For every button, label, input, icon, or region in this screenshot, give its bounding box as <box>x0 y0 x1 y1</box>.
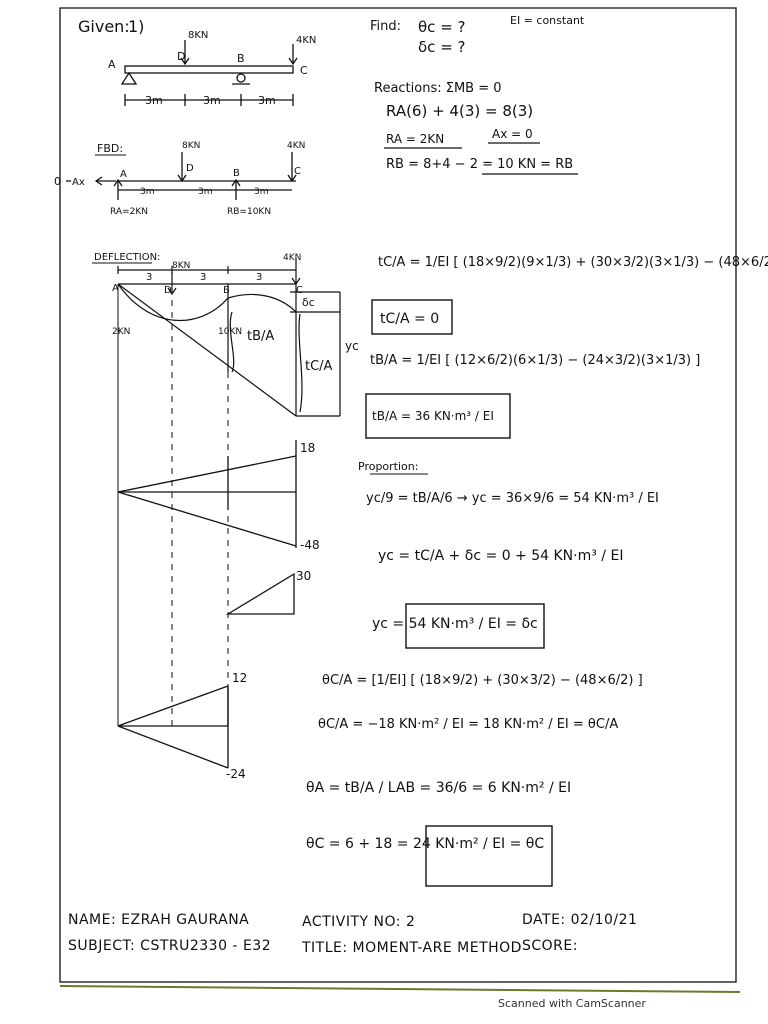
find-theta-c: θc = ? <box>418 18 466 36</box>
calc-tba-line: tB/A = 1/EI [ (12×6/2)(6×1/3) − (24×3/2)… <box>370 353 700 368</box>
footer-title: TITLE: MOMENT-ARE METHOD <box>302 940 522 956</box>
scanner-watermark: Scanned with CamScanner <box>498 997 646 1010</box>
fbd-load-c: 4KN <box>287 141 305 151</box>
calc-theta-c-box-frame <box>425 825 553 887</box>
given-load-d: 8KN <box>188 30 208 41</box>
calc-theta-ca-line1: θC/A = [1/EI] [ (18×9/2) + (30×3/2) − (4… <box>322 673 643 688</box>
fbd-ax: Ax <box>72 177 85 188</box>
calc-tca-box: tC/A = 0 <box>380 311 439 327</box>
fbd-rb: RB=10KN <box>227 207 271 217</box>
fbd-span-2: 3m <box>198 187 213 197</box>
deflection-delta-c: δc <box>302 296 315 309</box>
given-span-2-label: 3m <box>203 94 221 107</box>
fbd-zero: 0 <box>54 175 61 188</box>
fbd-ra: RA=2KN <box>110 207 148 217</box>
calc-tca-box-frame <box>371 299 453 335</box>
find-delta-c: δc = ? <box>418 38 466 56</box>
moment-1-top: 18 <box>300 441 315 455</box>
given-span-3-label: 3m <box>258 94 276 107</box>
given-span-1-label: 3m <box>145 94 163 107</box>
calc-proportion: yc/9 = tB/A/6 → yc = 36×9/6 = 54 KN·m³ /… <box>366 491 659 506</box>
calc-yc-box: yc = 54 KN·m³ / EI = δc <box>372 616 538 632</box>
deflection-dim-1: 3 <box>146 272 152 283</box>
page-bottom-shadow <box>59 985 741 993</box>
find-ei: EI = constant <box>510 14 585 27</box>
given-point-a: A <box>108 58 116 71</box>
calc-yc-line: yc = tC/A + δc = 0 + 54 KN·m³ / EI <box>378 548 623 564</box>
calc-theta-c-line: θC = 6 + 18 = 24 KN·m² / EI = θC <box>306 836 544 852</box>
deflection-t-ca: tC/A <box>305 359 333 374</box>
deflection-elastic-curve <box>117 258 341 417</box>
moment-1-bottom: -48 <box>300 538 320 552</box>
calc-tba-box: tB/A = 36 KN·m³ / EI <box>372 409 494 423</box>
deflection-dim-3: 3 <box>256 272 262 283</box>
given-label: Given: <box>78 17 130 36</box>
moment-3-bottom: -24 <box>226 767 246 781</box>
given-point-d: D <box>177 50 185 63</box>
calc-tca-line1: tC/A = 1/EI [ (18×9/2)(9×1/3) + (30×3/2)… <box>378 255 768 270</box>
calc-theta-a-line: θA = tB/A / LAB = 36/6 = 6 KN·m² / EI <box>306 780 571 796</box>
moment-diagram-3 <box>117 685 229 769</box>
fbd-span-1: 3m <box>140 187 155 197</box>
fbd-point-b: B <box>233 168 240 179</box>
deflection-title: DEFLECTION: <box>94 252 160 263</box>
footer-date: DATE: 02/10/21 <box>522 912 638 928</box>
deflection-point-c: C <box>296 285 303 296</box>
given-number: 1) <box>128 17 144 36</box>
deflection-dim-2: 3 <box>200 272 206 283</box>
calc-tba-box-frame <box>365 393 511 439</box>
footer-score: SCORE: <box>522 938 578 954</box>
deflection-load-c: 4KN <box>283 253 301 263</box>
fbd-beam-sketch <box>66 152 297 200</box>
moment-2-top: 30 <box>296 569 311 583</box>
find-label: Find: <box>370 19 401 34</box>
fbd-title: FBD: <box>97 142 123 155</box>
reactions-eq1: RA(6) + 4(3) = 8(3) <box>386 102 533 120</box>
given-point-b: B <box>237 52 245 65</box>
fbd-point-a: A <box>120 169 127 180</box>
deflection-load-d: 8KN <box>172 261 190 271</box>
deflection-ra: 2KN <box>112 327 130 337</box>
reactions-ax: Ax = 0 <box>492 127 533 141</box>
calc-proportion-title: Proportion: <box>358 460 418 473</box>
footer-subject: SUBJECT: CSTRU2330 - E32 <box>68 938 272 954</box>
fbd-load-d: 8KN <box>182 141 200 151</box>
moment-diagram-1 <box>117 440 297 548</box>
footer-name: NAME: EZRAH GAURANA <box>68 912 250 928</box>
calc-theta-ca-line2: θC/A = −18 KN·m² / EI = 18 KN·m² / EI = … <box>318 717 618 732</box>
page-border <box>59 7 737 983</box>
calc-yc-box-frame <box>405 603 545 649</box>
footer-activity: ACTIVITY NO: 2 <box>302 914 416 930</box>
deflection-point-a: A <box>112 283 119 294</box>
moment-diagram-2 <box>225 572 295 615</box>
fbd-span-3: 3m <box>254 187 269 197</box>
reactions-ra: RA = 2KN <box>386 132 444 146</box>
deflection-point-b: B <box>223 285 230 296</box>
deflection-t-ba: tB/A <box>247 329 274 344</box>
deflection-point-d: D <box>164 285 172 296</box>
moment-3-top: 12 <box>232 671 247 685</box>
fbd-point-d: D <box>186 163 194 174</box>
moment-diagram-guides <box>117 284 229 730</box>
reactions-rb: RB = 8+4 − 2 = 10 KN = RB <box>386 157 573 172</box>
deflection-yc: yc <box>345 339 359 353</box>
given-point-c: C <box>300 64 308 77</box>
fbd-point-c: C <box>294 166 301 177</box>
given-load-c: 4KN <box>296 35 316 46</box>
reactions-title: Reactions: ΣMB = 0 <box>374 81 502 96</box>
given-beam-sketch <box>120 40 298 106</box>
